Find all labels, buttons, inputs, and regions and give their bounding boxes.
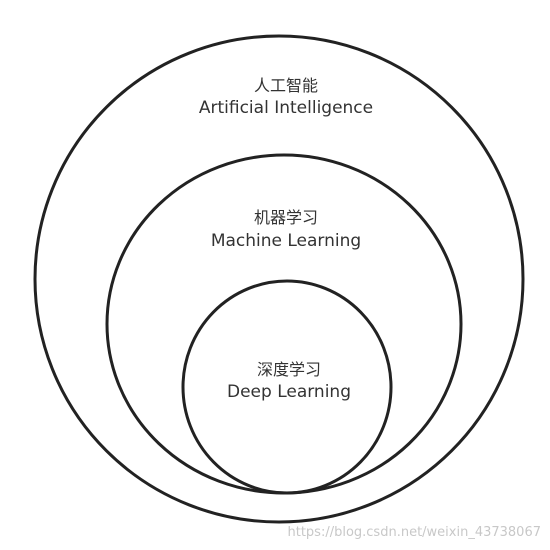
ai-circle: [33, 34, 525, 524]
dl-title-cn: 深度学习: [257, 360, 321, 379]
ai-title-en: Artificial Intelligence: [199, 98, 373, 118]
ml-title-en: Machine Learning: [211, 231, 361, 251]
ai-title-cn: 人工智能: [254, 76, 318, 95]
watermark-text: https://blog.csdn.net/weixin_43738067: [287, 525, 541, 540]
ml-circle: [105, 153, 463, 495]
dl-title-en: Deep Learning: [227, 382, 351, 402]
ml-title-cn: 机器学习: [254, 208, 318, 227]
dl-circle: [181, 279, 393, 495]
